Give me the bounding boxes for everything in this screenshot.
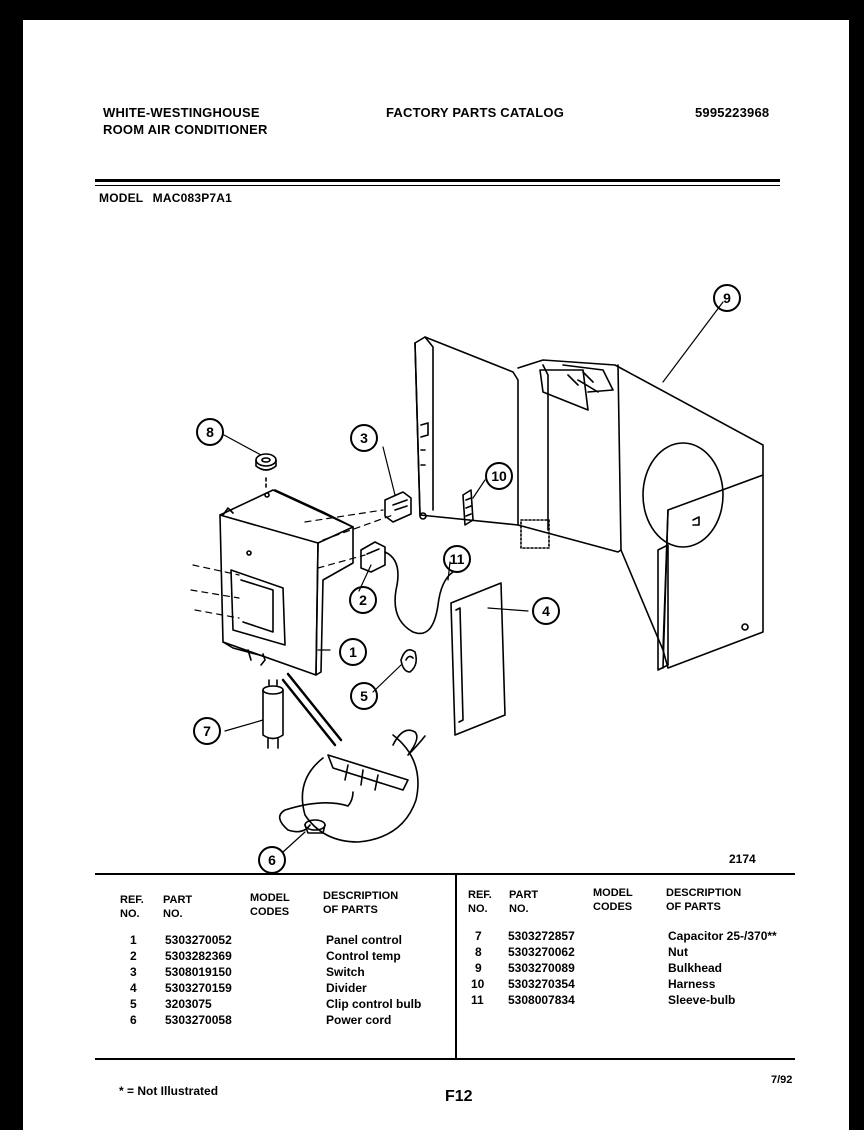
brand-title: WHITE-WESTINGHOUSE ROOM AIR CONDITIONER xyxy=(103,104,268,138)
svg-text:6: 6 xyxy=(268,852,276,868)
svg-text:2: 2 xyxy=(359,592,367,608)
catalog-page: WHITE-WESTINGHOUSE ROOM AIR CONDITIONER … xyxy=(23,20,849,1130)
brand-line-1: WHITE-WESTINGHOUSE xyxy=(103,105,260,120)
clip-control-bulb-part xyxy=(400,649,417,673)
figure-number: 2174 xyxy=(729,852,756,866)
callout-5: 5 xyxy=(350,682,378,710)
harness-part xyxy=(462,489,474,526)
revision-date: 7/92 xyxy=(771,1074,793,1086)
brand-line-2: ROOM AIR CONDITIONER xyxy=(103,122,268,137)
page-number: F12 xyxy=(445,1088,473,1105)
header-ref-left: REF.NO. xyxy=(120,894,144,920)
svg-text:4: 4 xyxy=(542,603,550,619)
header-rule-thin xyxy=(95,185,780,186)
svg-text:3: 3 xyxy=(360,430,368,446)
callout-7: 7 xyxy=(193,717,221,745)
switch-part xyxy=(384,491,412,523)
svg-text:9: 9 xyxy=(723,290,731,306)
table-divider xyxy=(455,875,457,1059)
svg-text:7: 7 xyxy=(203,723,211,739)
model-number: MAC083P7A1 xyxy=(152,191,233,205)
catalog-title: FACTORY PARTS CATALOG xyxy=(386,105,565,120)
nut-part xyxy=(255,453,277,491)
capacitor-part xyxy=(262,679,284,749)
power-cord-detail xyxy=(278,672,426,843)
panel-control-part xyxy=(219,489,354,676)
callout-8: 8 xyxy=(196,418,224,446)
header-ref-right: REF.NO. xyxy=(468,889,492,915)
callout-10: 10 xyxy=(485,462,513,490)
not-illustrated-note: * = Not Illustrated xyxy=(119,1084,219,1098)
svg-text:1: 1 xyxy=(349,644,357,660)
control-temp-part xyxy=(360,541,454,635)
svg-text:8: 8 xyxy=(206,424,214,440)
model-label: MODEL xyxy=(99,191,144,205)
table-top-rule xyxy=(95,873,795,875)
callout-2: 2 xyxy=(349,586,377,614)
leader-lines xyxy=(223,301,724,853)
callout-4: 4 xyxy=(532,597,560,625)
callout-9: 9 xyxy=(713,284,741,312)
svg-text:11: 11 xyxy=(450,551,465,567)
callout-6: 6 xyxy=(258,846,286,874)
exploded-parts-diagram: 9 8 3 10 11 2 4 1 5 7 6 xyxy=(190,284,764,874)
callout-11: 11 xyxy=(443,545,471,573)
assembly-guides xyxy=(190,509,394,619)
svg-text:5: 5 xyxy=(360,688,368,704)
callout-3: 3 xyxy=(350,424,378,452)
table-bottom-rule xyxy=(95,1058,795,1060)
svg-text:10: 10 xyxy=(491,468,507,484)
callout-bubbles: 9 8 3 10 11 2 4 1 5 7 6 xyxy=(193,284,741,874)
model-line: MODEL MAC083P7A1 xyxy=(99,190,232,207)
callout-1: 1 xyxy=(339,638,367,666)
divider-part xyxy=(450,582,506,736)
header-rule-thick xyxy=(95,179,780,182)
catalog-number: 5995223968 xyxy=(695,105,770,120)
bulkhead-part xyxy=(414,336,764,671)
